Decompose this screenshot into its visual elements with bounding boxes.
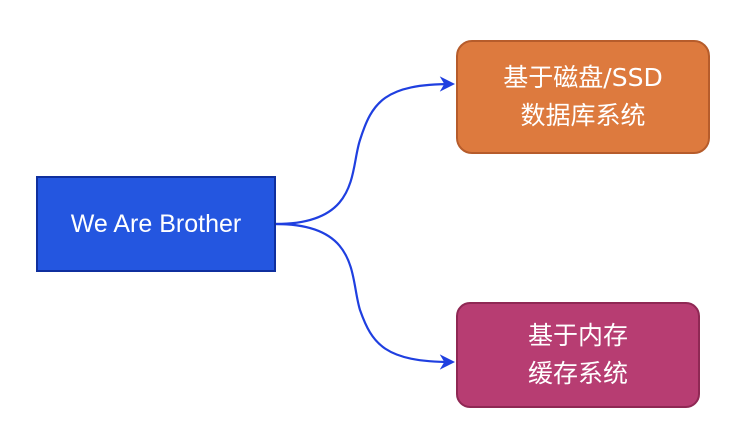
node-memory-cache-line1: 基于内存 (527, 321, 628, 350)
node-memory-cache[interactable]: 基于内存 缓存系统 (456, 302, 700, 408)
node-memory-cache-line2: 缓存系统 (527, 359, 628, 388)
node-disk-ssd-database-text: 基于磁盘/SSD 数据库系统 (503, 59, 662, 135)
node-disk-ssd-database-line1: 基于磁盘/SSD (503, 63, 663, 92)
node-we-are-brother[interactable]: We Are Brother (36, 176, 276, 272)
node-disk-ssd-database-line2: 数据库系统 (520, 101, 646, 130)
edge-root-to-bottom (275, 222, 456, 370)
node-memory-cache-text: 基于内存 缓存系统 (528, 317, 628, 393)
node-we-are-brother-label: We Are Brother (70, 209, 242, 238)
edge-root-to-top (275, 76, 456, 226)
node-disk-ssd-database[interactable]: 基于磁盘/SSD 数据库系统 (456, 40, 710, 154)
